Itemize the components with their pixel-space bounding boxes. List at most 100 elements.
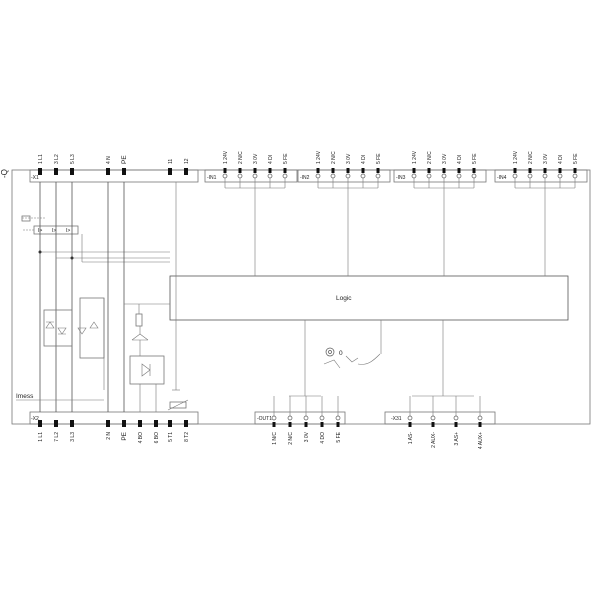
x2-terminal	[38, 420, 42, 427]
x31-pin	[430, 415, 436, 421]
x2-label: -X2	[31, 416, 39, 422]
input-pin-label: 3 0V	[346, 153, 352, 164]
imess-line: Imess	[16, 393, 104, 401]
input-pin-label: 2 N/C	[427, 151, 433, 164]
input-pin-label: 4 DI	[457, 155, 463, 164]
input-pin	[426, 173, 432, 179]
input-pin	[282, 173, 288, 179]
x1-terminal	[168, 168, 172, 175]
input-block-label: -IN2	[300, 175, 310, 181]
logic-block: Logic	[169, 275, 569, 321]
x2-terminal-label: 6 BO	[154, 432, 160, 444]
imess-label: Imess	[16, 393, 34, 400]
x1-terminal	[38, 168, 42, 175]
x1-terminal	[70, 168, 74, 175]
input-pin-label: 4 DI	[268, 155, 274, 164]
input-pin-label: 2 N/C	[331, 151, 337, 164]
input-pin	[252, 173, 258, 179]
input-pin-label: 1 24V	[316, 150, 322, 164]
x1-terminal-label: 5 L3	[70, 154, 76, 164]
circuit-breaker-symbol: I> I> I>	[21, 215, 79, 235]
input-pin-label: 5 FE	[472, 153, 478, 164]
x2-terminal	[138, 420, 142, 427]
input-bus-lines	[225, 187, 575, 276]
input-pin-label: 1 24V	[513, 150, 519, 164]
x1-label: -X1	[31, 175, 39, 181]
x31-pin	[453, 415, 459, 421]
input-pin	[411, 173, 417, 179]
x2-terminal	[168, 420, 172, 427]
output-pin	[335, 415, 341, 421]
output-bus-lines	[289, 320, 474, 397]
output-pin-label: 4 DO	[320, 432, 326, 444]
output-pin	[303, 415, 309, 421]
input-pin-label: 5 FE	[283, 153, 289, 164]
input-pin	[527, 173, 533, 179]
input-pin	[471, 173, 477, 179]
x1-terminal	[106, 168, 110, 175]
thyristor-bridge-left	[43, 309, 73, 347]
x2-terminal-label: 7 L2	[54, 432, 60, 442]
x1-terminal-label: 4 N	[106, 156, 112, 164]
output-pin-label: 3 0V	[304, 431, 310, 442]
x1-terminal	[122, 168, 126, 175]
logic-label: Logic	[336, 295, 352, 302]
input-pin-label: 3 0V	[253, 153, 259, 164]
x31-pin-label: 2 AUX-	[431, 432, 437, 448]
input-pin-label: 1 24V	[223, 150, 229, 164]
x1-terminal	[54, 168, 58, 175]
x2-terminal-label: 4 BO	[138, 432, 144, 444]
x1-terminal	[184, 168, 188, 175]
input-pin	[542, 173, 548, 179]
x1-terminal-label: 11	[168, 159, 174, 164]
thyristor-bridge-right	[77, 297, 105, 390]
input-block-label: -IN3	[396, 175, 406, 181]
input-block-label: -IN1	[207, 175, 217, 181]
x1-terminal-label: 3 L2	[54, 154, 60, 164]
input-block-1: -IN1 1 24V 2 N/C 3 0V 4 DI 5 FE	[204, 150, 298, 188]
input-pin-label: 5 FE	[573, 153, 579, 164]
x2-terminal	[154, 420, 158, 427]
input-block-2: -IN2 1 24V 2 N/C 3 0V 4 DI 5 FE	[297, 150, 391, 188]
input-pin-label: 2 N/C	[528, 151, 534, 164]
output-pin-label: 5 FE	[336, 431, 342, 442]
x31-pin-label: 4 AUX+	[478, 432, 484, 449]
address-selector: 0	[323, 347, 381, 369]
selector-value: 0	[339, 350, 343, 357]
x2-terminal-label: 3 L3	[70, 432, 76, 442]
input-pin-label: 5 FE	[376, 153, 382, 164]
input-pin	[572, 173, 578, 179]
input-pin	[375, 173, 381, 179]
x31-label: -X31	[391, 416, 402, 422]
x2-terminal-label: PE	[121, 431, 128, 440]
x2-terminal	[70, 420, 74, 427]
input-pin	[557, 173, 563, 179]
x31-pin-label: 3 AS+	[454, 432, 460, 446]
input-pin	[456, 173, 462, 179]
output-pin-label: 2 N/C	[288, 432, 294, 445]
input-pin	[360, 173, 366, 179]
input-pin-label: 4 DI	[361, 155, 367, 164]
x2-terminal-label: 5 T1	[168, 432, 174, 442]
neutral-pe-lines	[107, 182, 170, 412]
svg-text:I>: I>	[52, 228, 56, 234]
brake-output-section	[129, 304, 165, 412]
input-pin	[267, 173, 273, 179]
input-pin-label: 2 N/C	[238, 151, 244, 164]
input-pin	[330, 173, 336, 179]
x31-pin	[477, 415, 483, 421]
x1-terminal-label: 1 L1	[38, 154, 44, 164]
x2-terminal-label: 2 N	[106, 432, 112, 440]
device-label: -Q	[0, 169, 9, 178]
output-pin-label: 1 N/C	[272, 432, 278, 445]
input-block-label: -IN4	[497, 175, 507, 181]
x1-terminal-label: 12	[184, 158, 190, 164]
input-blocks: -IN1 1 24V 2 N/C 3 0V 4 DI 5 FE -IN2 1 24V 2 N/C…	[204, 150, 588, 188]
x31-pin	[407, 415, 413, 421]
input-pin-label: 3 0V	[442, 153, 448, 164]
